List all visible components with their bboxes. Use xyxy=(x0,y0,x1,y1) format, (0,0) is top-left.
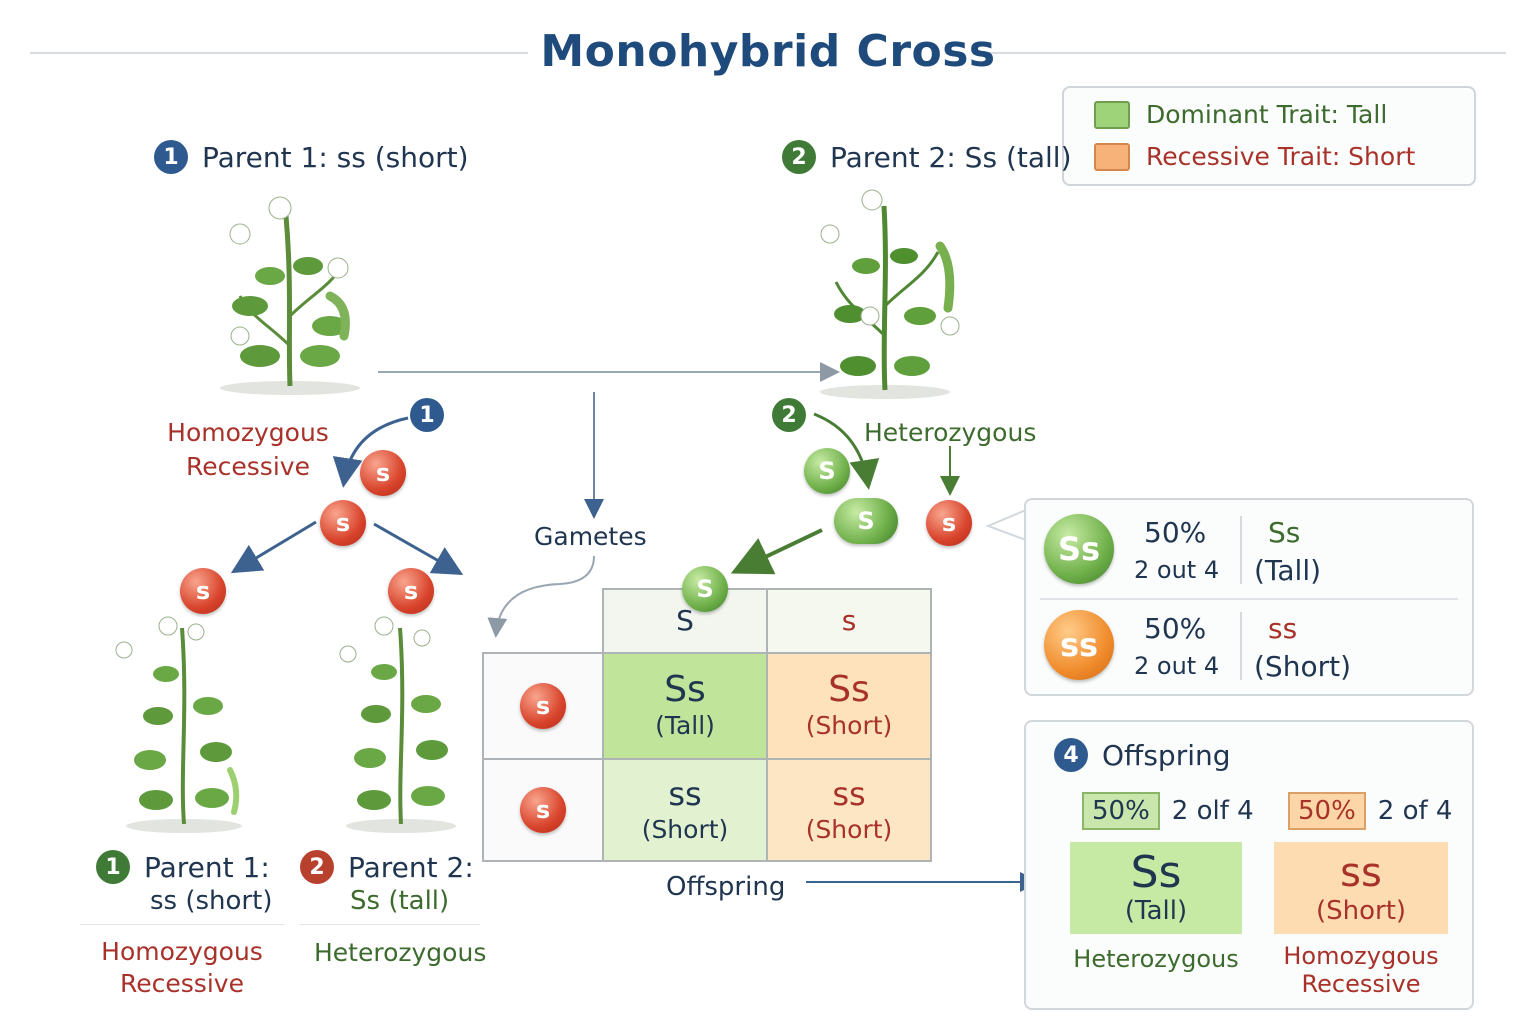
offspring-arrow-label: Offspring xyxy=(666,872,786,902)
punnett-square: S s s s Ss (Tall) Ss (Short) ss (Short) … xyxy=(482,588,934,862)
dominant-swatch xyxy=(1094,100,1130,129)
parent1-label: Parent 1: ss (short) xyxy=(202,140,469,174)
step-4-badge: 4 xyxy=(1054,738,1088,772)
ratio-row-short: ss 50% 2 out 4 ss (Short) xyxy=(1026,598,1472,694)
recessive-swatch xyxy=(1094,142,1130,171)
bottom-p1-header: 1 Parent 1: xyxy=(96,850,270,884)
ratio-row-tall: Ss 50% 2 out 4 Ss (Tall) xyxy=(1026,502,1472,598)
legend-recessive: Recessive Trait: Short xyxy=(1094,142,1415,171)
legend-dominant: Dominant Trait: Tall xyxy=(1094,100,1387,129)
gamete-step-1-badge: 1 xyxy=(410,398,444,432)
offspring-right-tag: 50% 2 of 4 xyxy=(1288,792,1452,830)
parent1-header: 1 Parent 1: ss (short) xyxy=(154,140,469,174)
bottom-p2-type: Heterozygous xyxy=(314,938,487,967)
offspring1-plant-illustration xyxy=(115,616,242,833)
parent2-plant-illustration xyxy=(820,189,960,399)
offspring-panel: 4 Offspring 50% 2 olf 4 Ss (Tall) Hetero… xyxy=(1024,720,1474,1010)
gamete-s-ball: s xyxy=(360,450,406,496)
punnett-cell: Ss (Short) xyxy=(766,652,932,760)
offspring-left-type: Heterozygous xyxy=(1073,945,1239,973)
offspring-right-type: Homozygous Recessive xyxy=(1283,942,1439,998)
ratio-ball-Ss: Ss xyxy=(1044,514,1114,584)
gamete-S-ball: S xyxy=(834,498,898,544)
bottom-p2-genotype: Ss (tall) xyxy=(350,886,450,916)
punnett-row-header: s xyxy=(482,758,604,862)
parent2-label: Parent 2: Ss (tall) xyxy=(830,140,1072,174)
punnett-cell: Ss (Tall) xyxy=(602,652,768,760)
title-rule-left xyxy=(30,52,528,54)
bottom-p1-type: Homozygous Recessive xyxy=(101,937,263,998)
title-rule-right xyxy=(976,52,1506,54)
gamete-s-ball: s xyxy=(180,568,226,614)
parent2-type: Heterozygous xyxy=(864,418,1037,447)
legend: Dominant Trait: Tall Recessive Trait: Sh… xyxy=(1062,86,1476,186)
gamete-s-ball: s xyxy=(388,568,434,614)
gamete-s-ball: s xyxy=(926,500,972,546)
punnett-cell: ss (Short) xyxy=(602,758,768,862)
parent2-header: 2 Parent 2: Ss (tall) xyxy=(782,140,1072,174)
gamete-S-ball: S xyxy=(804,448,850,494)
offspring2-plant-illustration xyxy=(339,616,456,833)
recessive-label: Recessive Trait: Short xyxy=(1146,142,1416,171)
page-title: Monohybrid Cross xyxy=(540,26,996,77)
gamete-S-ball: S xyxy=(682,566,728,612)
punnett-row-header: s xyxy=(482,652,604,760)
offspring-left-box: Ss (Tall) xyxy=(1070,842,1242,934)
ratio-divider xyxy=(1040,598,1458,600)
punnett-cell: ss (Short) xyxy=(766,758,932,862)
dominant-label: Dominant Trait: Tall xyxy=(1146,100,1388,129)
gamete-step-2-badge: 2 xyxy=(772,398,806,432)
bottom-p2-header: 2 Parent 2: xyxy=(300,850,474,884)
ratio-panel: Ss 50% 2 out 4 Ss (Tall) ss 50% 2 out 4 … xyxy=(1024,498,1474,696)
offspring-right-box: ss (Short) xyxy=(1274,842,1448,934)
offspring-panel-header: 4 Offspring xyxy=(1054,738,1231,772)
parent1-type: Homozygous Recessive xyxy=(167,418,329,481)
step-1-badge: 1 xyxy=(154,140,188,174)
gamete-s-ball: s xyxy=(320,500,366,546)
gametes-label: Gametes xyxy=(534,522,647,551)
parent1-plant-illustration xyxy=(220,196,360,395)
offspring-left-tag: 50% 2 olf 4 xyxy=(1082,792,1254,830)
bottom-p1-genotype: ss (short) xyxy=(150,886,273,916)
ratio-ball-ss: ss xyxy=(1044,610,1114,680)
step-2-badge: 2 xyxy=(782,140,816,174)
offspring-panel-title: Offspring xyxy=(1102,738,1231,772)
punnett-col-header: s xyxy=(766,588,932,654)
